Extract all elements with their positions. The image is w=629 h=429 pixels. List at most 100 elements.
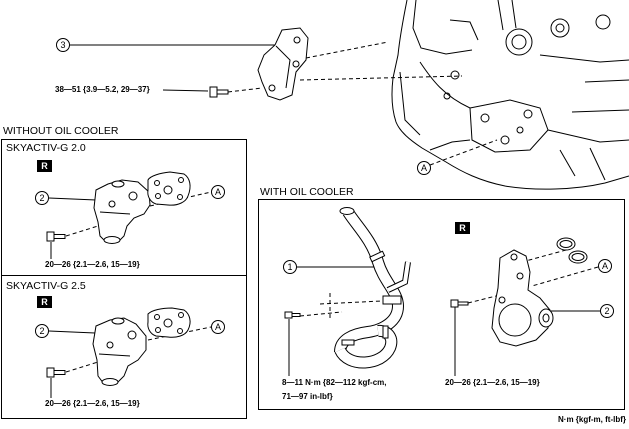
metal-pipe-body (387, 261, 410, 292)
bolt-head (450, 299, 459, 308)
bolt-head (209, 86, 218, 98)
bolt-head (46, 367, 55, 378)
outlet-pipe-left (497, 0, 504, 31)
hose-bolt-torque-line1: 8—11 N·m {82—112 kgf-cm, (282, 378, 387, 387)
g25-bolt-to-body (65, 361, 99, 373)
water-outlet-boss (505, 28, 533, 56)
g25-replace-badge: R (37, 296, 52, 308)
cooler-surface-a (531, 266, 599, 287)
g20-bolt-to-body (65, 225, 99, 237)
g25-body-edge (98, 353, 131, 357)
hose-clamp (382, 325, 389, 339)
cooler-o-rings (556, 237, 588, 264)
cooler-replace-badge: R (455, 222, 470, 234)
cooler-stud (510, 253, 518, 261)
g20-oil-port (108, 200, 116, 208)
oil-cooler-hose (334, 207, 411, 369)
hose-bolt-torque-line2: 71—97 in-lbf} (282, 392, 333, 401)
g25-filter-body-outline (92, 317, 147, 385)
lower-contour (399, 71, 421, 136)
bolt-to-bracket (227, 87, 263, 93)
cooler-bolt-to-body (467, 295, 497, 304)
bracket-to-engine-lower (299, 75, 463, 81)
g25-gasket-hole (154, 314, 160, 320)
bolt-head (46, 231, 55, 242)
g25-oil-port (106, 341, 114, 349)
bracket-bolt-boss (443, 92, 451, 100)
rings-to-body (521, 249, 567, 263)
engine-bracket (257, 27, 309, 101)
g20-bolt-hole (128, 191, 138, 201)
skirt-rib (589, 147, 606, 181)
g20-gasket-port (163, 185, 173, 195)
cooler-nozzle-bore (542, 313, 550, 323)
skirt-line (429, 139, 471, 151)
engine-block-fill (392, 0, 629, 190)
panel-frames (1, 139, 625, 419)
bracket-to-engine-upper (305, 41, 389, 59)
engine-bracket-rib (275, 45, 291, 89)
bolt-shank (457, 301, 469, 306)
units-legend: N·m {kgf-m, ft-lbf} (558, 415, 626, 424)
g25-gasket (147, 307, 191, 338)
g25-gasket-port (163, 318, 173, 328)
sensor-boss (550, 18, 570, 38)
outlet-pipe-right (511, 0, 517, 29)
rib-line-1 (539, 54, 629, 63)
mounting-hole (480, 113, 490, 123)
hose-bracket (382, 295, 402, 305)
oil-passage (516, 126, 524, 134)
engine-bracket-hole (293, 36, 301, 44)
cooler-face (498, 303, 532, 337)
g25-bolt (46, 367, 66, 378)
callout-cooler-body: 2 (600, 304, 614, 318)
hose-clamp (369, 250, 386, 263)
with-oil-cooler-frame (258, 199, 625, 410)
leader-bracket-bolt (162, 89, 209, 92)
engine-bracket-hole (292, 60, 300, 68)
g20-gasket-hole (177, 194, 183, 200)
surface-a-top (429, 139, 498, 166)
engine-block-details (399, 0, 629, 181)
water-outlet-bore (511, 34, 527, 50)
o-ring-inner (559, 240, 573, 248)
g20-filter-thread (103, 236, 121, 244)
cooler-stud (516, 272, 524, 280)
hose-bolt-to-hose (299, 311, 343, 317)
g25-bolt-torque: 20—26 {2.1—2.6, 15—19} (45, 399, 140, 408)
bracket-bolt-boss (450, 70, 460, 80)
hose-bolt (284, 311, 301, 319)
cooler-stud (498, 296, 506, 304)
upper-flange-line (412, 0, 473, 55)
bolt-head (284, 311, 293, 319)
g20-gasket-hole (154, 180, 160, 186)
callout-hose: 1 (283, 260, 297, 274)
rib-line-3 (571, 109, 629, 113)
leader-lines (48, 44, 600, 398)
g25-callout-filter-body: 2 (35, 324, 49, 338)
leader-g20-body (48, 197, 97, 201)
g20-bolt-torque: 20—26 {2.1—2.6, 15—19} (45, 260, 140, 269)
g20-bolt (46, 231, 66, 242)
sump-line (547, 129, 629, 143)
g20-filter-body-outline (93, 179, 151, 243)
hose-end (339, 207, 355, 215)
g20-replace-badge: R (37, 160, 52, 172)
bracket-bolt-torque: 38—51 {3.9—5.2, 29—37} (55, 85, 150, 94)
rib-line-2 (584, 79, 629, 83)
g20-body-edge (99, 211, 131, 215)
leader-g25-body (48, 330, 96, 334)
g20-gasket (147, 171, 191, 206)
engine-bracket-body (257, 27, 309, 101)
without-oil-cooler-frame (1, 139, 247, 419)
engine-bracket-hole (268, 84, 276, 92)
with-oil-cooler-heading: WITH OIL COOLER (260, 186, 354, 198)
g25-filter-thread (101, 378, 119, 386)
side-contour (419, 61, 471, 109)
cooler-bolt (450, 299, 469, 308)
bolt-shank (53, 234, 66, 239)
g25-callout-mating-surface: A (211, 320, 225, 334)
g20-callout-filter-body: 2 (35, 191, 49, 205)
oil-cooler-body (491, 249, 554, 347)
